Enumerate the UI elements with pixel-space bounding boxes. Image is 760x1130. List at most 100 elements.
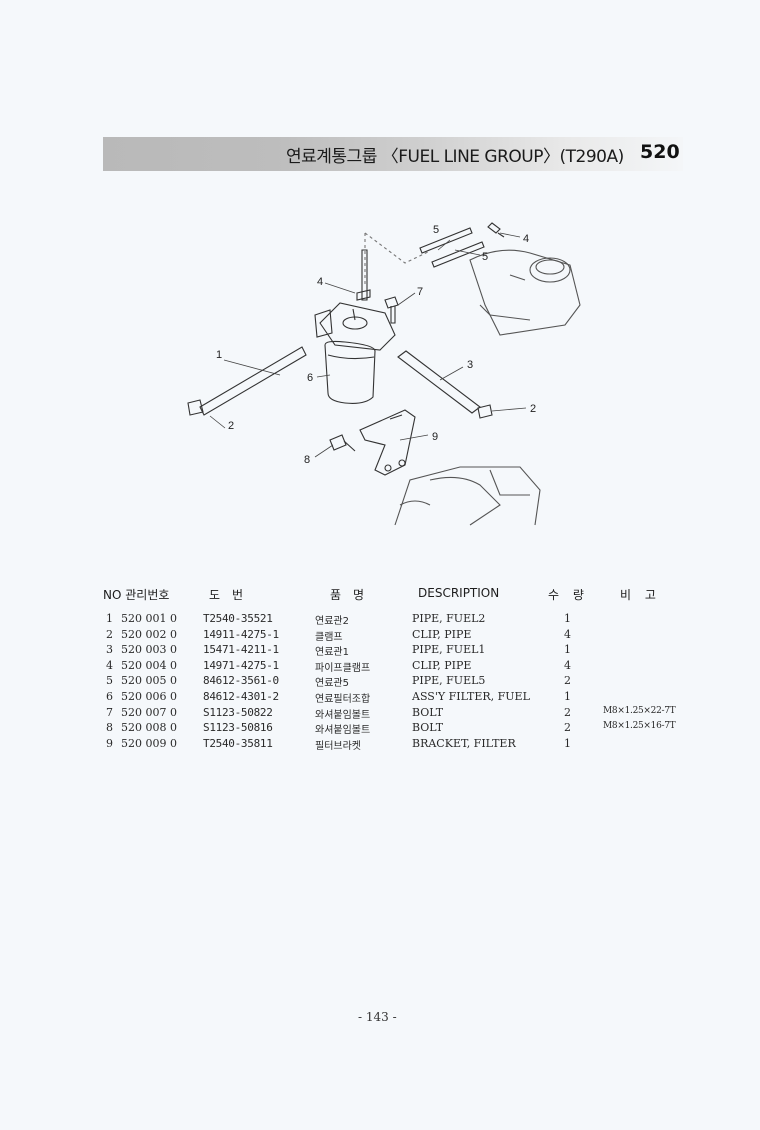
callout-5-top: 5 xyxy=(433,224,439,236)
pipe-fuel5 xyxy=(419,227,485,268)
fuel-filter-head xyxy=(314,302,396,351)
cell-qty: 2 xyxy=(564,674,571,688)
engine-outline-bottom xyxy=(394,466,541,526)
cell-qty: 1 xyxy=(564,690,571,703)
cell-group: 520 005 0 xyxy=(121,674,177,688)
cell-no: 8 xyxy=(106,721,113,735)
cell-no: 2 xyxy=(106,627,113,641)
callout-5-bottom: 5 xyxy=(482,251,488,263)
bolt-7 xyxy=(384,296,399,324)
clip-pipe-top xyxy=(487,222,501,234)
cell-group: 520 004 0 xyxy=(121,658,177,672)
cell-no: 3 xyxy=(106,643,113,657)
table-row: 5 520 005 0 84612-3561-0 연료관5 PIPE, FUEL5 2 xyxy=(0,674,760,689)
clip-pipe-left xyxy=(187,399,204,416)
callout-6: 6 xyxy=(307,372,313,384)
cell-group: 520 002 0 xyxy=(121,627,177,641)
cell-group: 520 001 0 xyxy=(121,612,177,625)
cell-name-kr: 연료관2 xyxy=(315,616,349,627)
cell-description: BOLT xyxy=(412,721,444,735)
group-number: 520 xyxy=(640,141,680,163)
cell-qty: 2 xyxy=(564,705,571,719)
cell-group: 520 008 0 xyxy=(121,721,177,735)
cell-qty: 1 xyxy=(564,612,571,625)
cell-qty: 4 xyxy=(564,627,571,641)
cell-part-no: T2540-35811 xyxy=(203,736,273,750)
cell-description: PIPE, FUEL2 xyxy=(412,612,486,625)
col-header-qty: 수 량 xyxy=(548,588,584,602)
pipe-vertical xyxy=(361,249,368,301)
cell-part-no: 84612-3561-0 xyxy=(203,674,279,688)
cell-description: PIPE, FUEL5 xyxy=(412,674,486,688)
table-row: 7 520 007 0 S1123-50822 와셔붙임볼트 BOLT 2 M8×1.25×… xyxy=(0,706,760,721)
cell-no: 4 xyxy=(106,658,113,672)
col-header-description: DESCRIPTION xyxy=(418,586,500,600)
cell-group: 520 006 0 xyxy=(121,690,177,703)
cell-name-kr: 연료필터조합 xyxy=(315,694,371,705)
callout-4-left: 4 xyxy=(317,276,323,288)
cell-name-kr: 파이프클램프 xyxy=(315,662,371,674)
table-row: 9 520 009 0 T2540-35811 필터브라켓 BRACKET, FILTE… xyxy=(0,737,760,752)
col-header-no: NO 관리번호 xyxy=(103,588,170,602)
cell-qty: 2 xyxy=(564,721,571,735)
cell-description: CLIP, PIPE xyxy=(412,627,472,641)
cell-no: 7 xyxy=(106,705,113,719)
cell-no: 6 xyxy=(106,690,113,703)
table-row: 1 520 001 0 T2540-35521 연료관2 PIPE, FUEL2 1 xyxy=(0,612,760,627)
callout-2-right: 2 xyxy=(530,403,536,415)
callout-8: 8 xyxy=(304,454,310,466)
cell-part-no: 84612-4301-2 xyxy=(203,690,279,703)
cell-part-no: S1123-50822 xyxy=(203,705,273,719)
table-row: 6 520 006 0 84612-4301-2 연료필터조합 ASS'Y FILTER… xyxy=(0,690,760,705)
table-row: 2 520 002 0 14911-4275-1 클램프 CLIP, PIPE 4 xyxy=(0,628,760,643)
cell-no: 9 xyxy=(106,736,113,750)
cell-no: 5 xyxy=(106,674,113,688)
title-bar xyxy=(103,137,683,171)
callout-1: 1 xyxy=(216,349,222,361)
col-header-name: 품 명 xyxy=(330,588,365,602)
cell-description: CLIP, PIPE xyxy=(412,658,472,672)
cell-qty: 4 xyxy=(564,658,571,672)
cell-qty: 1 xyxy=(564,643,571,657)
cell-part-no: S1123-50816 xyxy=(203,721,273,735)
cell-group: 520 003 0 xyxy=(121,643,177,657)
cell-description: ASS'Y FILTER, FUEL xyxy=(412,690,530,703)
callout-7: 7 xyxy=(417,286,423,298)
cell-part-no: 15471-4211-1 xyxy=(203,643,279,657)
cell-qty: 1 xyxy=(564,736,571,750)
clip-pipe-right xyxy=(477,404,493,419)
page-number: - 143 - xyxy=(358,1010,397,1024)
table-row: 8 520 008 0 S1123-50816 와셔붙임볼트 BOLT 2 M8×1.25×… xyxy=(0,721,760,736)
fuel-filter-bowl xyxy=(324,340,376,404)
engine-outline-top xyxy=(469,249,581,336)
cell-name-kr: 와셔붙임볼트 xyxy=(315,725,371,737)
cell-name-kr: 연료관5 xyxy=(315,678,349,690)
leader-lines xyxy=(209,232,527,458)
cell-name-kr: 클램프 xyxy=(315,631,343,643)
cell-description: BOLT xyxy=(412,705,444,719)
clip-pipe-vertical xyxy=(356,289,371,301)
callout-9: 9 xyxy=(432,431,438,443)
fuel-line-exploded-diagram: 1 2 6 4 7 5 5 4 3 2 8 9 xyxy=(187,222,581,526)
cell-group: 520 007 0 xyxy=(121,705,177,719)
clip-pipe-top-b xyxy=(497,232,505,238)
callout-2-left: 2 xyxy=(228,420,234,432)
cell-part-no: T2540-35521 xyxy=(203,612,273,625)
cell-no: 1 xyxy=(106,612,113,625)
cell-remarks: M8×1.25×16-7T xyxy=(603,721,676,732)
cell-group: 520 009 0 xyxy=(121,736,177,750)
fuel-line-dashed-path xyxy=(364,232,431,285)
filter-bracket xyxy=(359,409,416,476)
callout-4-right: 4 xyxy=(523,233,529,245)
bolt-8 xyxy=(329,434,356,452)
page-title: 연료계통그룹 〈FUEL LINE GROUP〉(T290A) xyxy=(286,147,624,167)
cell-remarks: M8×1.25×22-7T xyxy=(603,705,676,716)
cell-description: BRACKET, FILTER xyxy=(412,736,516,750)
cell-name-kr: 필터브라켓 xyxy=(315,740,361,752)
cell-name-kr: 와셔붙임볼트 xyxy=(315,709,371,721)
col-header-drawing-no: 도 번 xyxy=(209,588,244,602)
cell-part-no: 14971-4275-1 xyxy=(203,658,279,672)
cell-part-no: 14911-4275-1 xyxy=(203,627,279,641)
col-header-remarks: 비 고 xyxy=(620,588,656,602)
